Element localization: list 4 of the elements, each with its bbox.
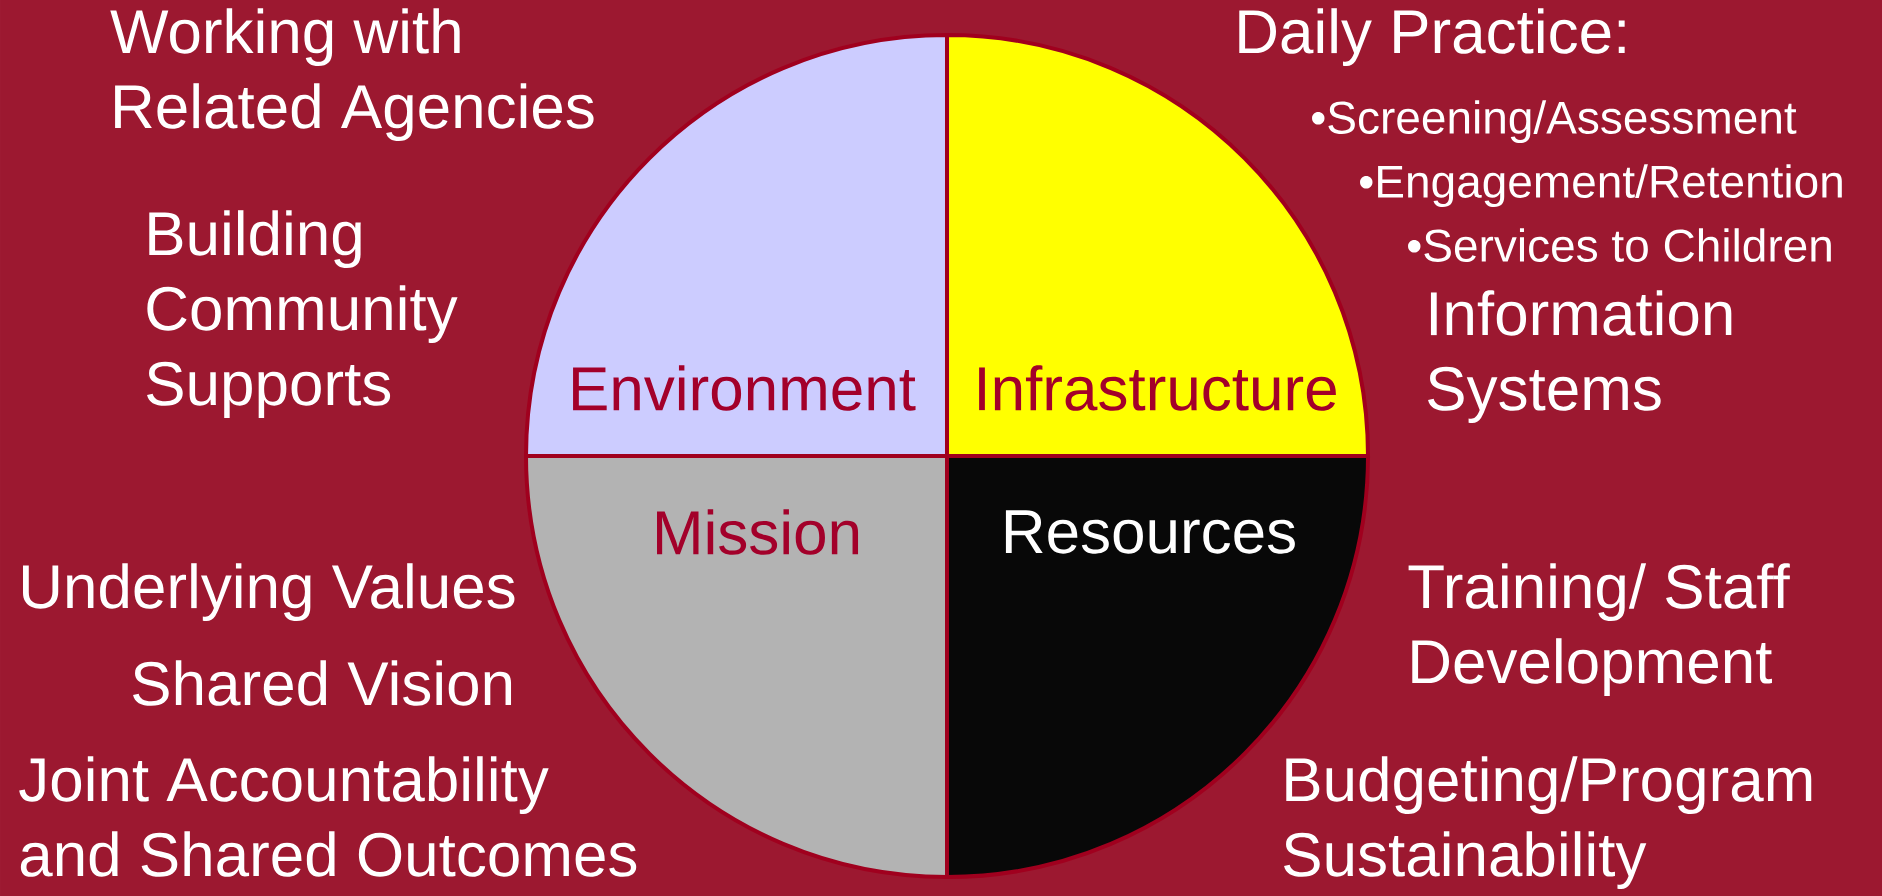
label-text: Building Community Supports bbox=[147, 210, 458, 418]
label-text: Training/ Staff Development bbox=[1408, 563, 1790, 696]
label-text: Underlying Values bbox=[23, 563, 515, 621]
label-text: Information Systems bbox=[1428, 290, 1732, 423]
